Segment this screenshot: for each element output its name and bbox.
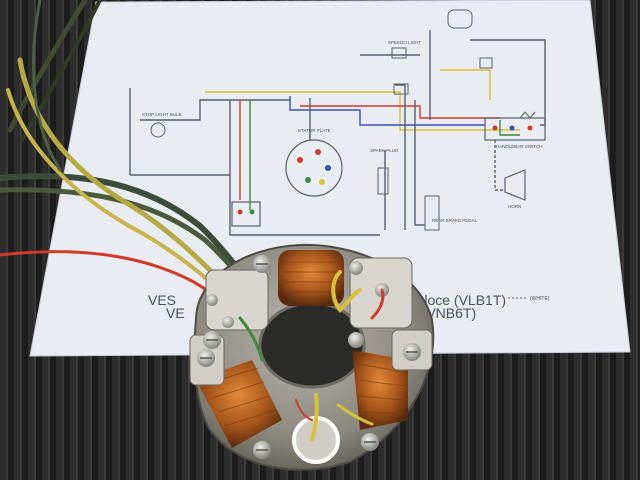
horn-symbol — [504, 169, 526, 201]
spark-plug-symbol — [377, 167, 389, 195]
coil-right — [352, 350, 408, 430]
wiring-diagram-paper — [30, 0, 630, 356]
diagram-lines — [129, 30, 546, 236]
stator-center-hole — [260, 303, 364, 387]
label-brake: REAR BRAKE PEDAL — [432, 218, 478, 223]
stator-plate — [189, 243, 435, 471]
label-switch: HANDLEBAR SWITCH — [496, 144, 543, 149]
label-stop-light: STOP LIGHT BULB — [142, 112, 182, 117]
diagram-components — [150, 9, 546, 231]
label-speedo: SPEEDO LIGHT — [388, 40, 422, 45]
stator-wires — [238, 270, 385, 442]
stop-light-symbol — [150, 122, 166, 138]
caption-left-1: VES — [148, 292, 176, 308]
legend-text: (WHITE) — [530, 296, 550, 302]
label-horn: HORN — [508, 204, 521, 209]
caption-right-1: Veloce (VLB1T) — [408, 292, 506, 308]
label-stator: STATOR PLATE — [298, 128, 331, 133]
stator-plate-symbol — [285, 139, 343, 197]
handlebar-switch-symbol — [484, 117, 546, 141]
wire-harness — [0, 0, 255, 307]
brake-switch-symbol — [424, 195, 440, 231]
coil-top — [278, 250, 344, 306]
connector-block — [231, 201, 261, 227]
label-spark: SPARK PLUG — [370, 148, 399, 153]
diagram-labels: STOP LIGHT BULB STATOR PLATE SPARK PLUG … — [142, 40, 543, 223]
caption-left-2: VE — [166, 305, 185, 321]
